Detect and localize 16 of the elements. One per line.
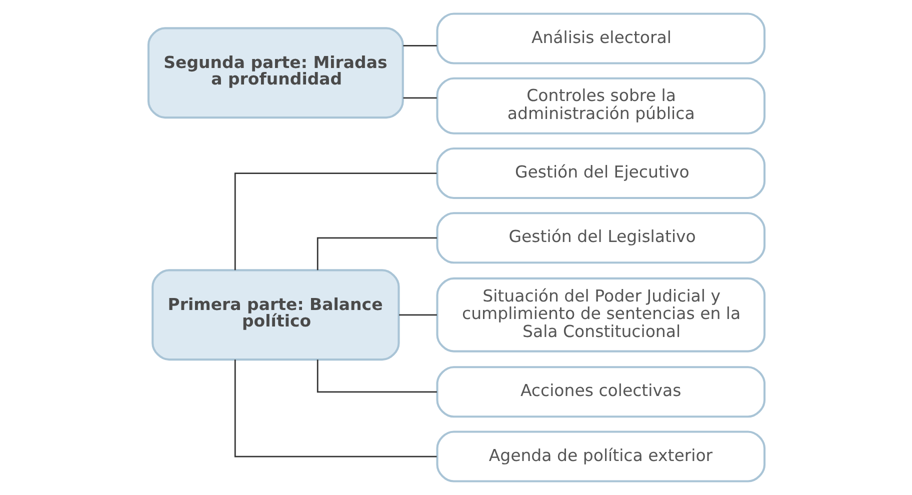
- node-box: Acciones colectivas: [436, 366, 766, 418]
- node-box: Gestión del Legislativo: [436, 212, 766, 264]
- node-box: Agenda de política exterior: [436, 430, 766, 482]
- node-box: Controles sobre la administración pública: [436, 77, 766, 134]
- connector: [316, 237, 436, 270]
- connector: [402, 45, 436, 46]
- connector: [234, 172, 436, 270]
- connector: [402, 97, 436, 99]
- node-box: Análisis electoral: [436, 12, 766, 64]
- node-box: Situación del Poder Judicial y cumplimiento de sentencias en la Sala Constitucional: [436, 277, 766, 352]
- connector: [398, 314, 436, 316]
- node-box: Primera parte: Balance político: [151, 269, 400, 361]
- connector: [316, 360, 436, 393]
- node-box: Segunda parte: Miradas a profundidad: [146, 27, 404, 119]
- node-box: Gestión del Ejecutivo: [436, 147, 766, 200]
- connector: [234, 360, 436, 458]
